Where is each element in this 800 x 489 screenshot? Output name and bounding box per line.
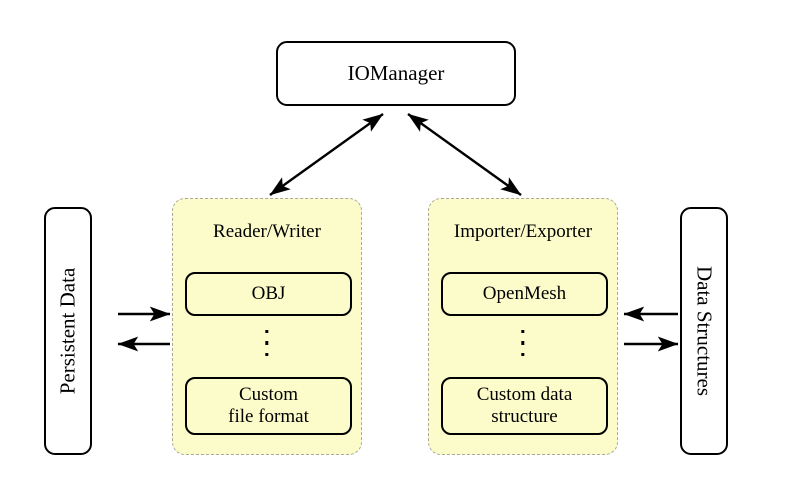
persistent-data-label: Persistent Data xyxy=(55,267,80,395)
data-structures-node: Data Structures xyxy=(680,207,728,455)
plugin-obj: OBJ xyxy=(185,272,352,316)
group-importer-exporter-title: Importer/Exporter xyxy=(453,221,593,242)
ellipsis-dot xyxy=(265,341,269,345)
group-importer-exporter: Importer/Exporter OpenMesh Custom data s… xyxy=(428,198,618,455)
data-structures-label: Data Structures xyxy=(692,265,717,397)
ellipsis-dot xyxy=(521,341,525,345)
plugin-custom-data-structure: Custom data structure xyxy=(441,377,608,435)
io-manager-label: IOManager xyxy=(347,60,445,85)
persistent-data-node: Persistent Data xyxy=(44,207,92,455)
group-reader-writer-title: Reader/Writer xyxy=(213,221,321,242)
ellipsis-dot xyxy=(521,330,525,334)
plugin-openmesh-label: OpenMesh xyxy=(482,282,567,304)
plugin-custom-file-format-line2: file format xyxy=(228,406,309,427)
arrow-manager-reader-writer xyxy=(269,113,384,196)
reader-writer-ellipsis-icon xyxy=(265,330,269,357)
plugin-openmesh: OpenMesh xyxy=(441,272,608,316)
plugin-custom-file-format: Custom file format xyxy=(185,377,352,435)
importer-exporter-ellipsis-icon xyxy=(521,330,525,357)
plugin-custom-data-structure-line2: structure xyxy=(491,406,558,427)
io-manager-node: IOManager xyxy=(276,41,516,106)
plugin-custom-data-structure-label: Custom data structure xyxy=(477,384,573,429)
plugin-custom-file-format-line1: Custom xyxy=(238,383,299,405)
group-reader-writer: Reader/Writer OBJ Custom file format xyxy=(172,198,362,455)
plugin-custom-file-format-label: Custom file format xyxy=(228,384,309,429)
plugin-custom-data-structure-line1: Custom data xyxy=(476,383,573,405)
ellipsis-dot xyxy=(521,352,525,357)
ellipsis-dot xyxy=(265,352,269,357)
arrow-manager-importer-exporter xyxy=(407,113,522,196)
ellipsis-dot xyxy=(265,330,269,334)
plugin-obj-label: OBJ xyxy=(251,282,286,304)
